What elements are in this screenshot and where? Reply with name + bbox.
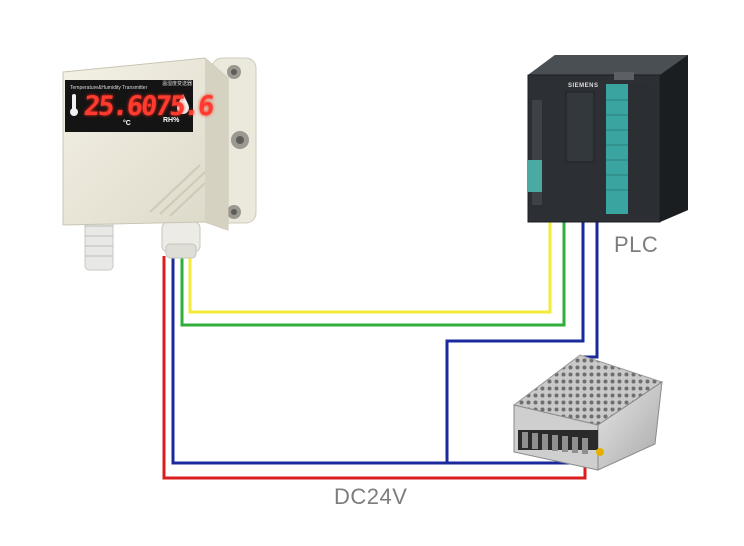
sensor-title: Temperature&Humidity Transmitter — [70, 85, 148, 91]
plc-module — [527, 55, 688, 223]
humidity-unit: RH% — [163, 117, 180, 124]
temperature-unit: °C — [123, 120, 131, 127]
wire-green — [180, 214, 566, 327]
wire-yellow — [188, 214, 552, 314]
power-label: DC24V — [334, 484, 408, 509]
power-supply-unit — [512, 354, 664, 471]
sensor-title-cn: 温湿度变送器 — [162, 81, 193, 87]
plc-label: PLC — [614, 232, 659, 257]
thermometer-icon — [70, 94, 78, 116]
plc-brand: SIEMENS — [568, 83, 599, 89]
water-drop-icon — [177, 94, 189, 114]
sensor-transmitter — [62, 57, 257, 271]
sensor-reading: 25.6075.6 — [82, 91, 214, 122]
